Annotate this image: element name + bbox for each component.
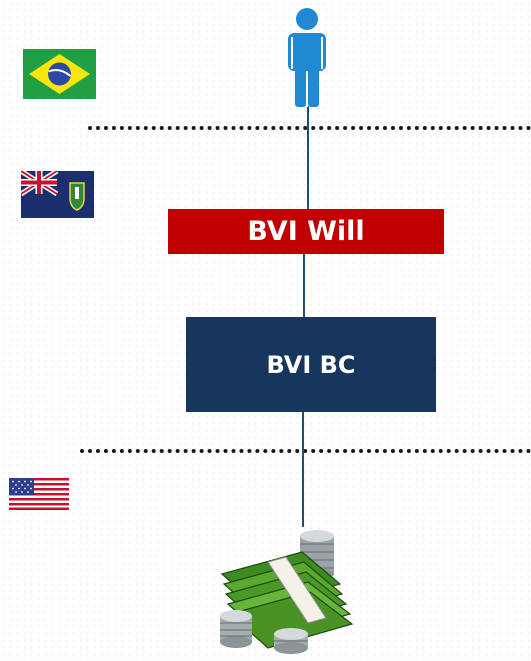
connector-person-will — [307, 106, 309, 209]
brazil-flag-icon — [23, 49, 96, 99]
bvi-bc-label: BVI BC — [266, 350, 356, 379]
person-icon — [284, 7, 330, 107]
divider-line-bottom — [80, 449, 531, 453]
money-stack-icon — [212, 522, 362, 657]
connector-bc-money — [302, 412, 304, 527]
bvi-will-box: BVI Will — [168, 209, 444, 254]
bvi-bc-box: BVI BC — [186, 317, 436, 412]
divider-line-top — [88, 126, 531, 130]
british-virgin-islands-flag-icon — [19, 168, 94, 218]
usa-flag-icon — [9, 478, 69, 510]
bvi-will-label: BVI Will — [247, 216, 365, 247]
connector-will-bc — [303, 254, 305, 317]
